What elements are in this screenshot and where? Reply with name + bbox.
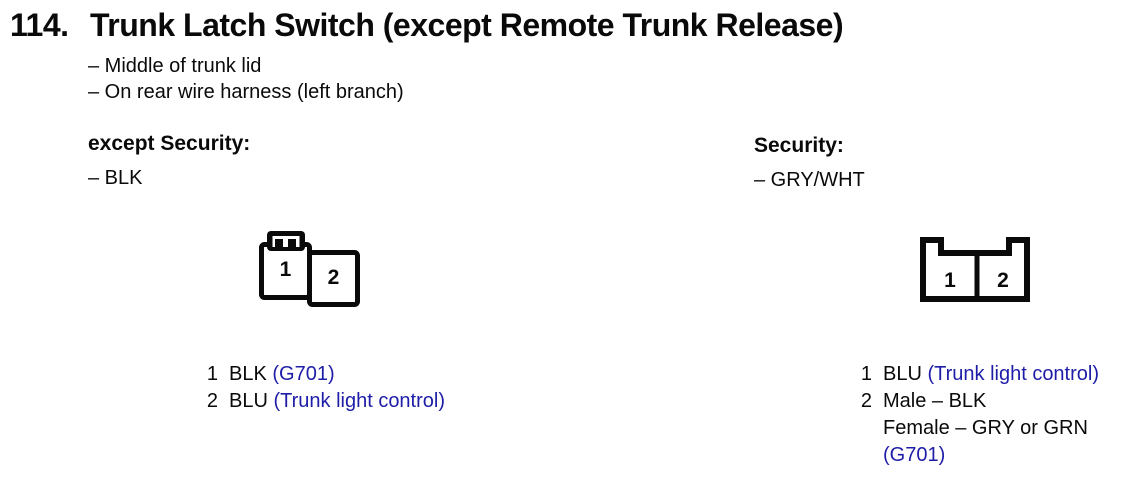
pin-wire: BLU bbox=[883, 363, 922, 385]
page-item-number: 114. bbox=[10, 7, 69, 43]
pin-number: 2 bbox=[860, 390, 872, 412]
cavity-number: 2 bbox=[997, 269, 1009, 292]
pin-wire: BLK bbox=[229, 363, 267, 385]
pin-row: 1 BLK (G701) bbox=[204, 361, 445, 388]
cavity-number: 2 bbox=[328, 266, 340, 289]
pin-number: 2 bbox=[206, 390, 218, 412]
section-heading-security: Security: bbox=[754, 134, 844, 157]
page-title: Trunk Latch Switch (except Remote Trunk … bbox=[90, 7, 844, 43]
pin-description: BLU (Trunk light control) bbox=[883, 361, 1099, 388]
wire-color-security: – GRY/WHT bbox=[754, 169, 865, 191]
pin-number: 1 bbox=[206, 363, 218, 385]
pin-description: BLK (G701) bbox=[229, 361, 335, 388]
pin-number: 1 bbox=[860, 363, 872, 385]
pin-note: (Trunk light control) bbox=[927, 363, 1100, 385]
connector-diagram-security: 1 2 bbox=[920, 237, 1030, 302]
cavity-number: 1 bbox=[280, 258, 292, 281]
location-note: – On rear wire harness (left branch) bbox=[88, 81, 404, 103]
pin-note: (G701) bbox=[272, 363, 335, 385]
pin-wire: BLU bbox=[229, 390, 268, 412]
pin-note: (G701) bbox=[883, 444, 946, 466]
section-heading-except-security: except Security: bbox=[88, 132, 251, 155]
pin-note: (Trunk light control) bbox=[273, 390, 446, 412]
cavity-2-outline bbox=[307, 250, 360, 307]
pin-list-except-security: 1 BLK (G701) 2 BLU (Trunk light control) bbox=[204, 361, 445, 415]
connector-tab bbox=[267, 231, 305, 251]
pin-wire-male: Male – BLK bbox=[883, 390, 987, 412]
cavity-number: 1 bbox=[944, 269, 956, 292]
pin-row: 1 BLU (Trunk light control) bbox=[858, 361, 1099, 388]
pin-description: BLU (Trunk light control) bbox=[229, 388, 445, 415]
cavity-divider bbox=[974, 250, 980, 299]
location-notes: – Middle of trunk lid – On rear wire har… bbox=[88, 53, 404, 105]
pin-row: 2 Male – BLK Female – GRY or GRN (G701) bbox=[858, 388, 1099, 469]
pin-row: 2 BLU (Trunk light control) bbox=[204, 388, 445, 415]
location-note: – Middle of trunk lid bbox=[88, 55, 262, 77]
pin-description: Male – BLK Female – GRY or GRN (G701) bbox=[883, 388, 1088, 469]
pin-list-security: 1 BLU (Trunk light control) 2 Male – BLK… bbox=[858, 361, 1099, 469]
wire-color-except-security: – BLK bbox=[88, 167, 143, 189]
connector-diagram-except-security: 1 2 bbox=[259, 231, 360, 307]
pin-wire-female: Female – GRY or GRN bbox=[883, 417, 1088, 439]
